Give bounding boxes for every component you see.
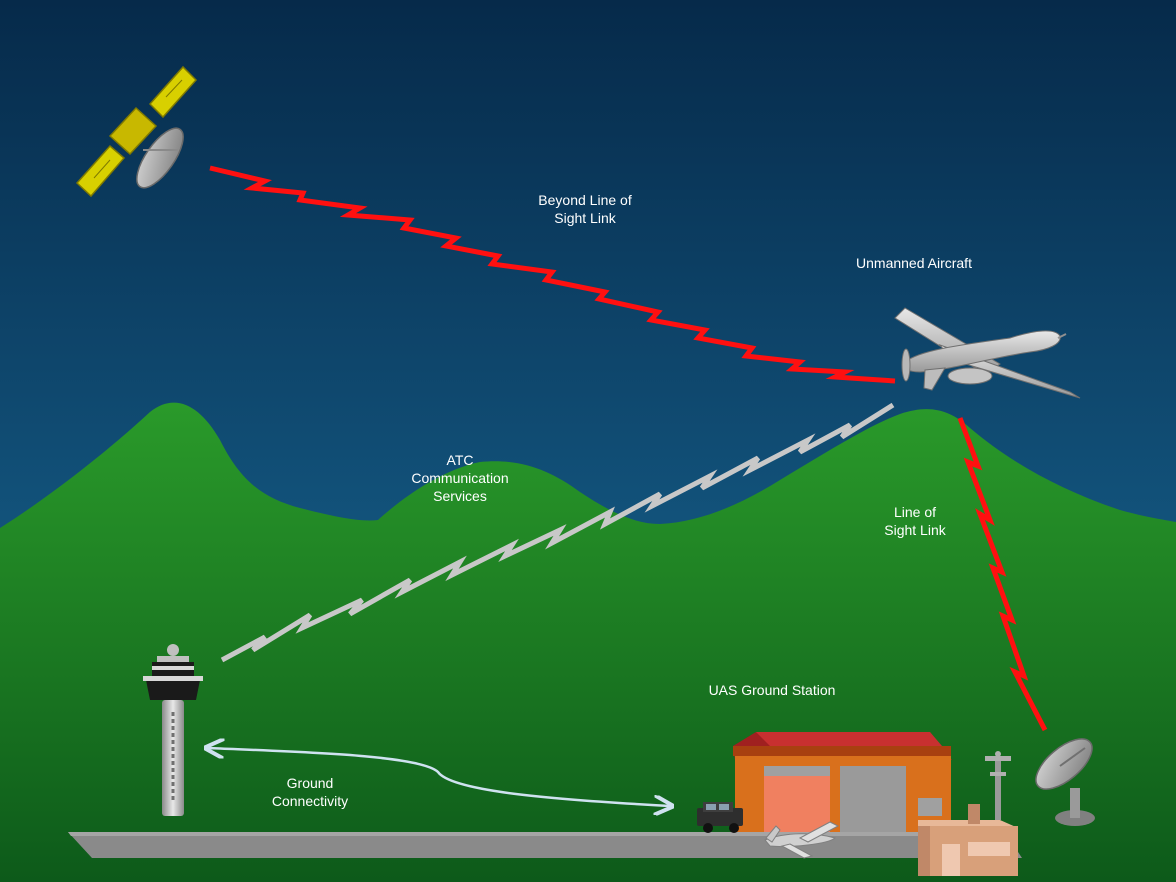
atc-label-line3: Services <box>433 488 487 504</box>
atc-label-line2: Communication <box>411 470 509 486</box>
satellite-dish-icon <box>1035 738 1095 826</box>
blos-link <box>209 165 896 384</box>
ground-station-label: UAS Ground Station <box>708 682 836 698</box>
los-link-label: Line of Sight Link <box>865 503 965 539</box>
humvee-icon <box>697 802 743 833</box>
atc-label: ATC Communication Services <box>395 451 525 505</box>
annex-building <box>918 804 1018 876</box>
satellite-icon <box>75 65 198 198</box>
weather-mast-icon <box>985 751 1011 820</box>
ground-connectivity-label-line2: Connectivity <box>271 793 349 809</box>
control-tower-icon <box>143 644 203 816</box>
blos-link-label-line1: Beyond Line of <box>538 192 632 208</box>
parked-uav-icon <box>764 821 840 859</box>
blos-link-label-line2: Sight Link <box>554 210 616 226</box>
uav-icon <box>894 307 1081 399</box>
runway-edge <box>68 832 1007 836</box>
ground-connectivity-arrow <box>208 748 670 806</box>
los-link <box>957 417 1048 732</box>
atc-label-line1: ATC <box>446 452 474 468</box>
los-link-label-line2: Sight Link <box>884 522 946 538</box>
atc-link <box>220 402 895 663</box>
ground-connectivity-label: Ground Connectivity <box>255 774 365 810</box>
los-link-label-line1: Line of <box>893 504 937 520</box>
hangar-icon <box>733 732 952 832</box>
ground-connectivity-label-line1: Ground <box>286 775 334 791</box>
blos-link-label: Beyond Line of Sight Link <box>520 191 650 227</box>
aircraft-label: Unmanned Aircraft <box>856 255 972 271</box>
